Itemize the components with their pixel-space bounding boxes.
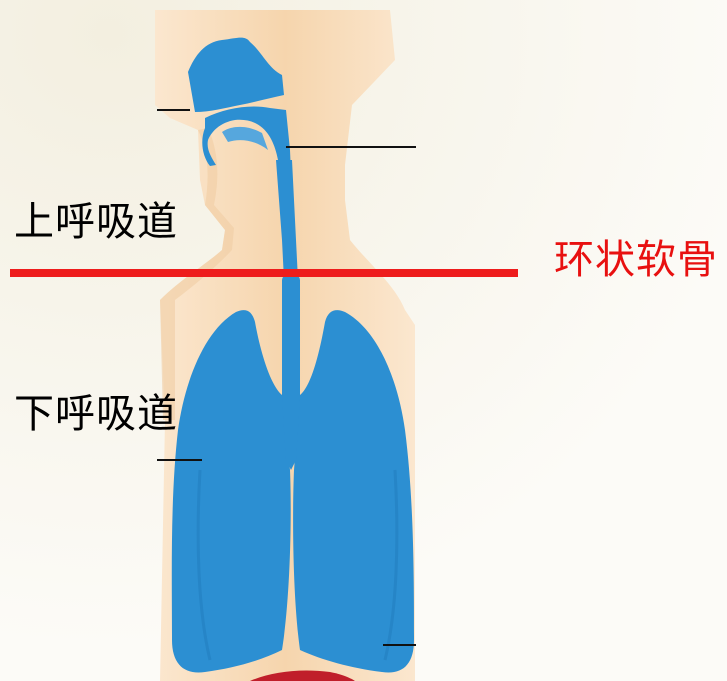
lower-airway-label: 下呼吸道 [14,394,178,434]
cricoid-cartilage-label: 环状软骨 [554,240,718,280]
divider-line [10,269,518,277]
trachea [282,275,300,415]
upper-airway-label: 上呼吸道 [14,202,178,242]
